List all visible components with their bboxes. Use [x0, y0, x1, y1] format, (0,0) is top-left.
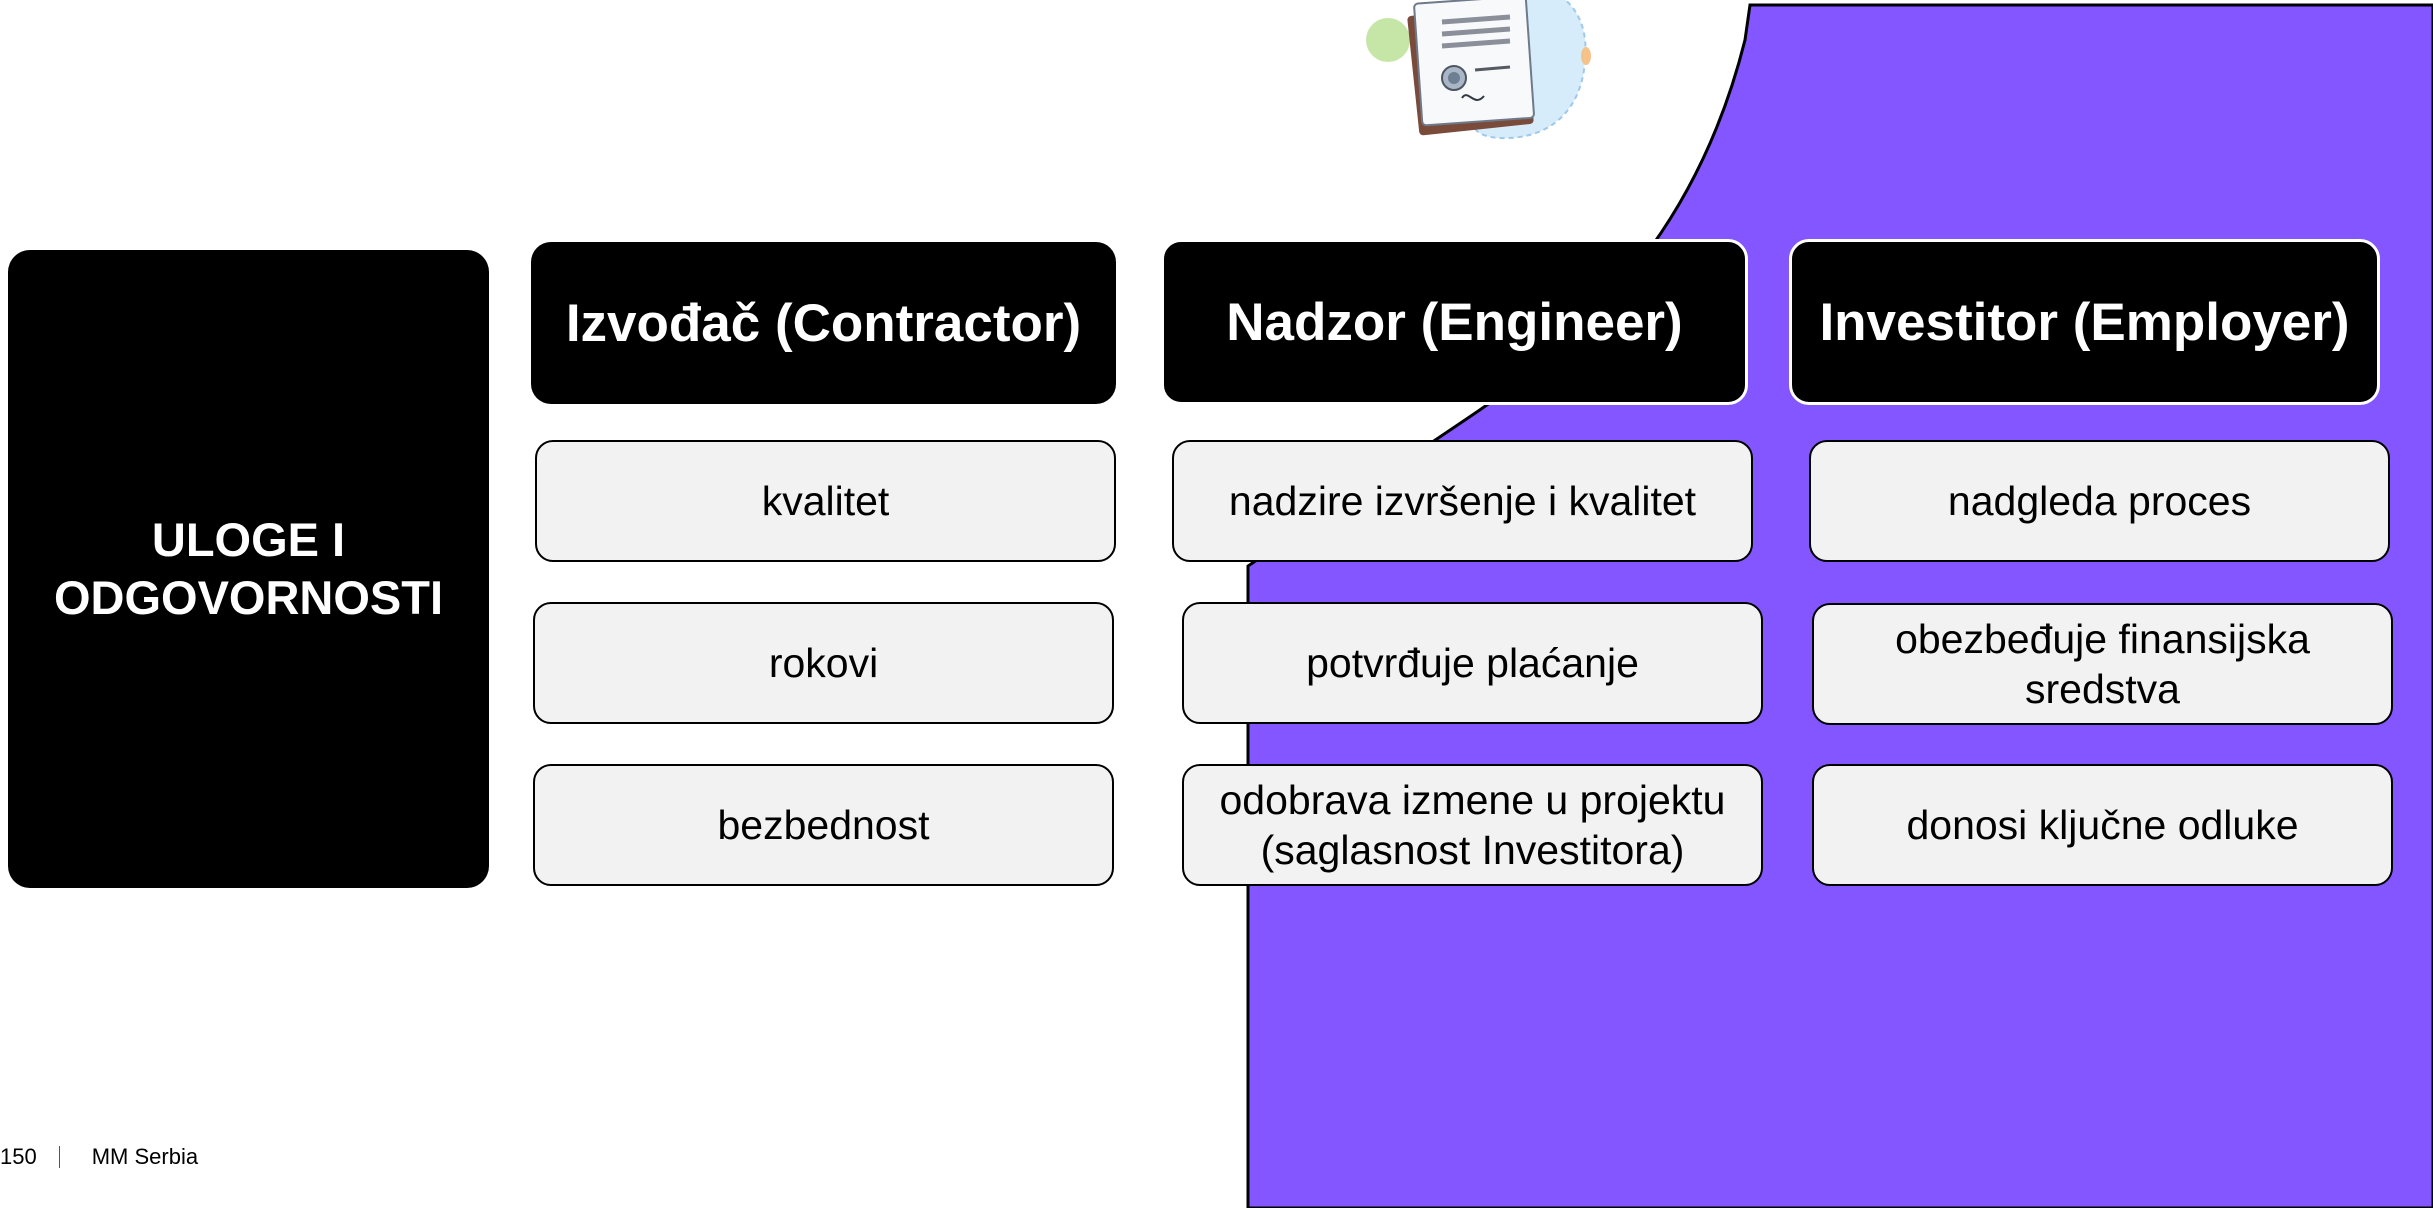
section-title-panel: ULOGE I ODGOVORNOSTI — [8, 250, 489, 888]
footer-brand: MM Serbia — [91, 1144, 199, 1169]
header-employer: Investitor (Employer) — [1789, 239, 2380, 405]
contractor-item-quality: kvalitet — [535, 440, 1116, 562]
header-engineer: Nadzor (Engineer) — [1161, 239, 1748, 405]
engineer-item-supervision: nadzire izvršenje i kvalitet — [1172, 440, 1753, 562]
section-title: ULOGE I ODGOVORNOSTI — [53, 513, 444, 624]
engineer-item-changes: odobrava izmene u projektu (saglasnost I… — [1182, 764, 1763, 886]
footer-divider — [58, 1146, 60, 1168]
employer-item-oversight: nadgleda proces — [1809, 440, 2390, 562]
contractor-item-deadlines: rokovi — [533, 602, 1114, 724]
header-contractor: Izvođač (Contractor) — [531, 242, 1116, 404]
employer-item-decisions: donosi ključne odluke — [1812, 764, 2393, 886]
footer: 150 MM Serbia — [0, 1144, 198, 1170]
employer-item-funding: obezbeđuje finansijska sredstva — [1812, 603, 2393, 725]
page-number: 150 — [0, 1144, 37, 1169]
engineer-item-payment: potvrđuje plaćanje — [1182, 602, 1763, 724]
contractor-item-safety: bezbednost — [533, 764, 1114, 886]
certificate-document-icon — [1366, 0, 1591, 140]
